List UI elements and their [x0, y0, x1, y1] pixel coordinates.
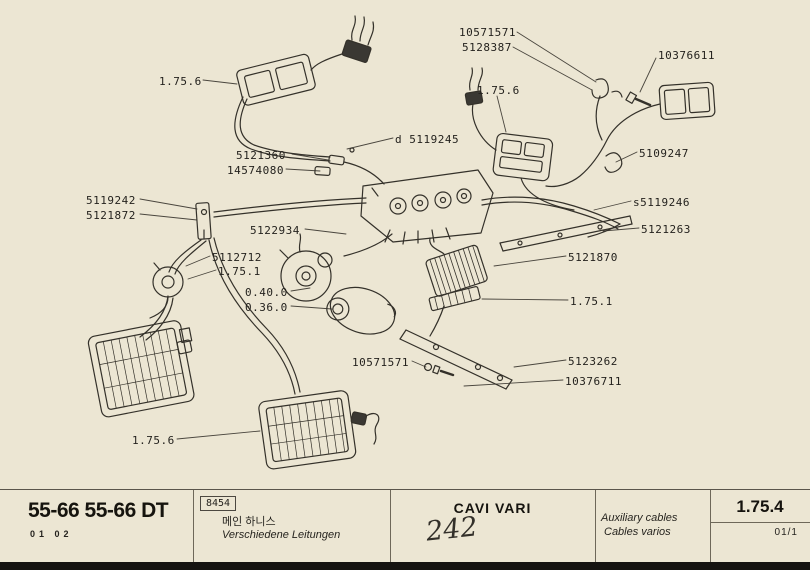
- fasteners-bottom: [423, 362, 455, 377]
- bolt: [625, 91, 652, 107]
- drawing-code: 8454: [200, 496, 237, 511]
- relay-right: [492, 132, 554, 182]
- part-number-label: 14574080: [227, 164, 284, 177]
- connector-plug-top: [341, 39, 372, 63]
- part-number-label: 5121360: [236, 149, 286, 162]
- part-number-label: 5121872: [86, 209, 136, 222]
- part-number-label: 5112712: [212, 251, 262, 264]
- part-number-label: 5128387: [462, 41, 512, 54]
- inline-connectors: [314, 147, 355, 177]
- model-designation: 55-66 55-66 DT: [28, 499, 169, 522]
- part-number-label: 10376711: [565, 375, 622, 388]
- instrument-cluster: [360, 169, 494, 245]
- part-number-label: 10376611: [658, 49, 715, 62]
- part-number-label: 5121263: [641, 223, 691, 236]
- headlamp-lower: [258, 390, 357, 470]
- model-code: 01 02: [30, 529, 73, 539]
- part-number-label: d 5119245: [395, 133, 460, 146]
- sheet-number: 01/1: [774, 527, 798, 538]
- bottom-edge: [0, 562, 810, 570]
- terminal-strip: [428, 286, 481, 312]
- alternator: [279, 233, 333, 302]
- title-spanish: Cables varios: [604, 526, 671, 538]
- connector-175-6: [464, 67, 484, 106]
- part-number-label: 10571571: [352, 356, 409, 369]
- part-number-label: 5123262: [568, 355, 618, 368]
- headlamp-left: [87, 320, 195, 418]
- section-ref-label: 1.75.6: [477, 84, 520, 97]
- part-number-label: 5119242: [86, 194, 136, 207]
- footer-divider: [595, 490, 596, 563]
- section-ref-label: 1.75.1: [570, 295, 613, 308]
- footer-divider: [710, 490, 711, 563]
- part-number-label: 5109247: [639, 147, 689, 160]
- section-ref-label: 0.36.0: [245, 301, 288, 314]
- title-korean: 메인 하니스: [222, 516, 276, 528]
- mounting-bracket-left: [195, 202, 212, 240]
- section-number: 1.75.4: [736, 497, 784, 516]
- part-number-label: 5122934: [250, 224, 300, 237]
- side-lamp-topright: [658, 81, 716, 121]
- title-english: Auxiliary cables: [601, 512, 678, 524]
- clip-5109247: [604, 152, 623, 173]
- ribbed-cable-bundle: [425, 244, 488, 297]
- retainer-clips: [591, 78, 623, 99]
- title-german: Verschiedene Leitungen: [222, 529, 341, 541]
- part-number-label: 10571571: [459, 26, 516, 39]
- wiring-diagram: [87, 15, 716, 470]
- section-ref-label: 0.40.0: [245, 286, 288, 299]
- part-number-label: s5119246: [633, 196, 690, 209]
- headlamp-connector: [350, 411, 380, 445]
- footer-divider: [390, 490, 391, 563]
- starter-motor: [326, 286, 397, 335]
- part-number-label: 5121870: [568, 251, 618, 264]
- flasher-relay-topleft: [236, 15, 375, 106]
- support-bracket-right: [499, 215, 633, 252]
- footer-title-block: 55-66 55-66 DT 01 02 8454 메인 하니스 Verschi…: [0, 489, 810, 563]
- horn: [149, 262, 184, 319]
- handwritten-page-number: 242: [424, 511, 480, 548]
- page-title: CAVI VARI: [453, 500, 532, 516]
- section-rule: [710, 522, 810, 523]
- wire-main-loop: [234, 96, 331, 162]
- footer-divider: [193, 490, 194, 563]
- leader-lines: [139, 31, 657, 440]
- wire-main-loop-2: [239, 98, 331, 158]
- section-ref-label: 1.75.1: [218, 265, 261, 278]
- section-ref-label: 1.75.6: [132, 434, 175, 447]
- support-bracket-bottom: [399, 329, 513, 390]
- section-ref-label: 1.75.6: [159, 75, 202, 88]
